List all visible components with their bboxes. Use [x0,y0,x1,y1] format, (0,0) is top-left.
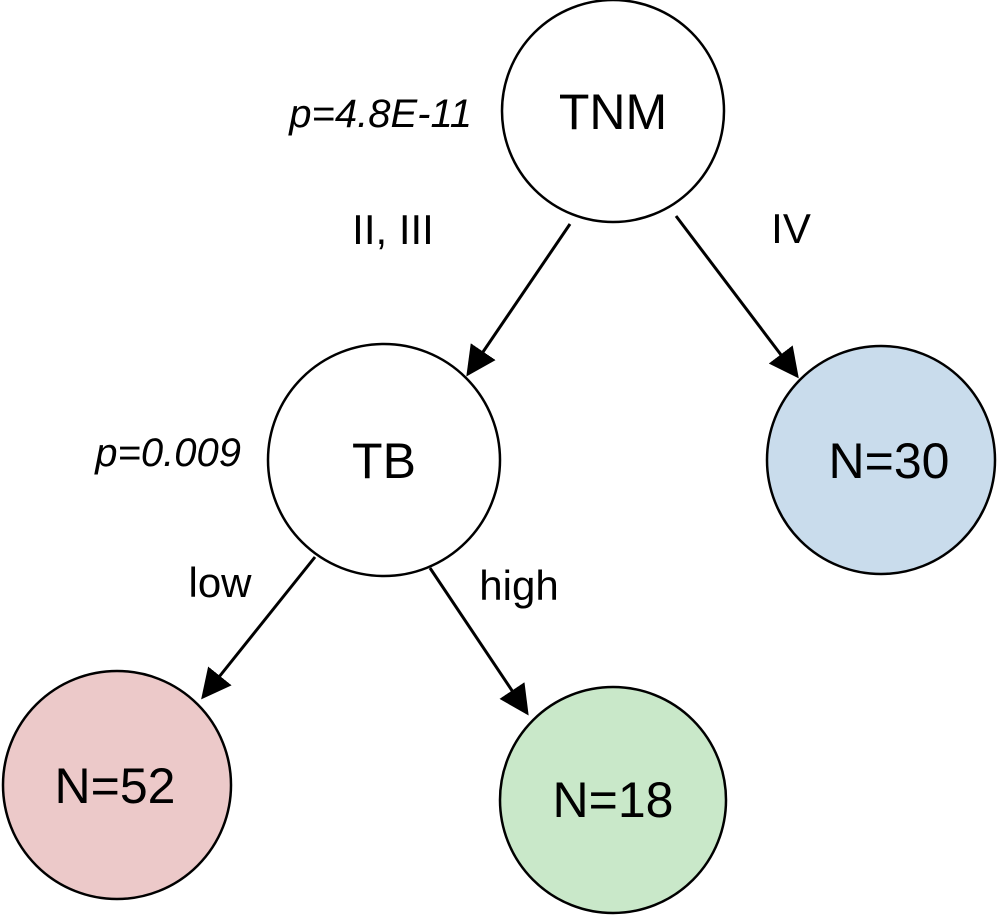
leaf-n30-label: N=30 [829,433,950,489]
edge-root-to-tb [466,223,572,377]
node-tnm-p-value: p=4.8E-11 [288,92,472,136]
leaf-n52-circle [1,669,233,901]
leaf-n30-circle [765,344,997,576]
node-tb-label: TB [352,433,416,489]
node-tnm-circle [500,0,726,224]
node-tb-circle [266,342,502,578]
leaf-n52-label: N=52 [55,758,176,814]
edge-tb-to-low [201,556,317,700]
edge-label-low: low [188,559,252,606]
leaf-n18-label: N=18 [553,772,674,828]
leaf-n18-circle [498,685,728,915]
edge-label-high: high [479,562,558,609]
node-tnm-label: TNM [559,84,667,140]
edge-tb-to-high [428,567,529,716]
edge-label-iv: IV [771,205,811,252]
edge-root-to-iv [674,215,799,379]
node-tb-p-value: p=0.009 [94,431,241,475]
edge-label-ii-iii: II, III [352,206,434,253]
